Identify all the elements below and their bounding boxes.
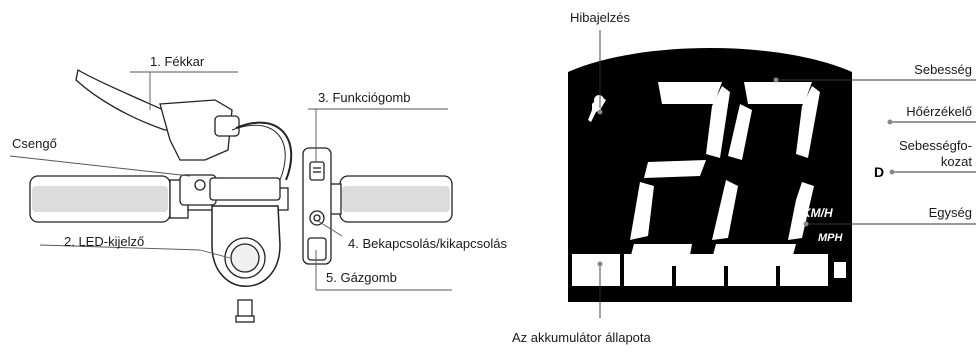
- callout-dots: [597, 77, 895, 267]
- battery-label: Az akkumulátor állapota: [512, 330, 651, 345]
- gear-icon: [872, 162, 892, 182]
- gear-letter: D: [874, 164, 885, 180]
- thermometer-icon: [872, 96, 890, 133]
- unit-label: Egység: [928, 205, 972, 220]
- battery-segment: [728, 254, 776, 286]
- battery-indicator: [572, 254, 846, 286]
- battery-segment: [624, 254, 672, 286]
- battery-segment: [780, 254, 828, 286]
- battery-segment: [572, 254, 620, 286]
- speed-label: Sebesség: [914, 62, 972, 77]
- throttle-label: 5. Gázgomb: [326, 270, 397, 285]
- left-leader-lines: [9, 71, 452, 291]
- right-leader-lines: [599, 30, 976, 318]
- handlebar-illustration: [29, 68, 453, 323]
- unit-kmh: KM/H: [802, 206, 833, 220]
- bell-label: Csengő: [12, 136, 57, 151]
- function-button-label: 3. Funkciógomb: [318, 90, 411, 105]
- led-display-label: 2. LED-kijelző: [64, 234, 145, 249]
- battery-end-cap: [834, 262, 846, 278]
- battery-segment: [676, 254, 724, 286]
- temp-sensor-label: Hőérzékelő: [906, 104, 972, 119]
- power-button-label: 4. Bekapcsolás/kikapcsolás: [348, 236, 507, 251]
- error-label: Hibajelzés: [570, 10, 630, 25]
- gear-label-line1: Sebességfo-: [899, 138, 972, 153]
- unit-mph: MPH: [818, 232, 843, 244]
- brake-lever-label: 1. Fékkar: [150, 54, 205, 69]
- lcd-display: [568, 48, 852, 302]
- wrench-icon: [588, 95, 606, 122]
- gear-label-line2: kozat: [940, 154, 972, 169]
